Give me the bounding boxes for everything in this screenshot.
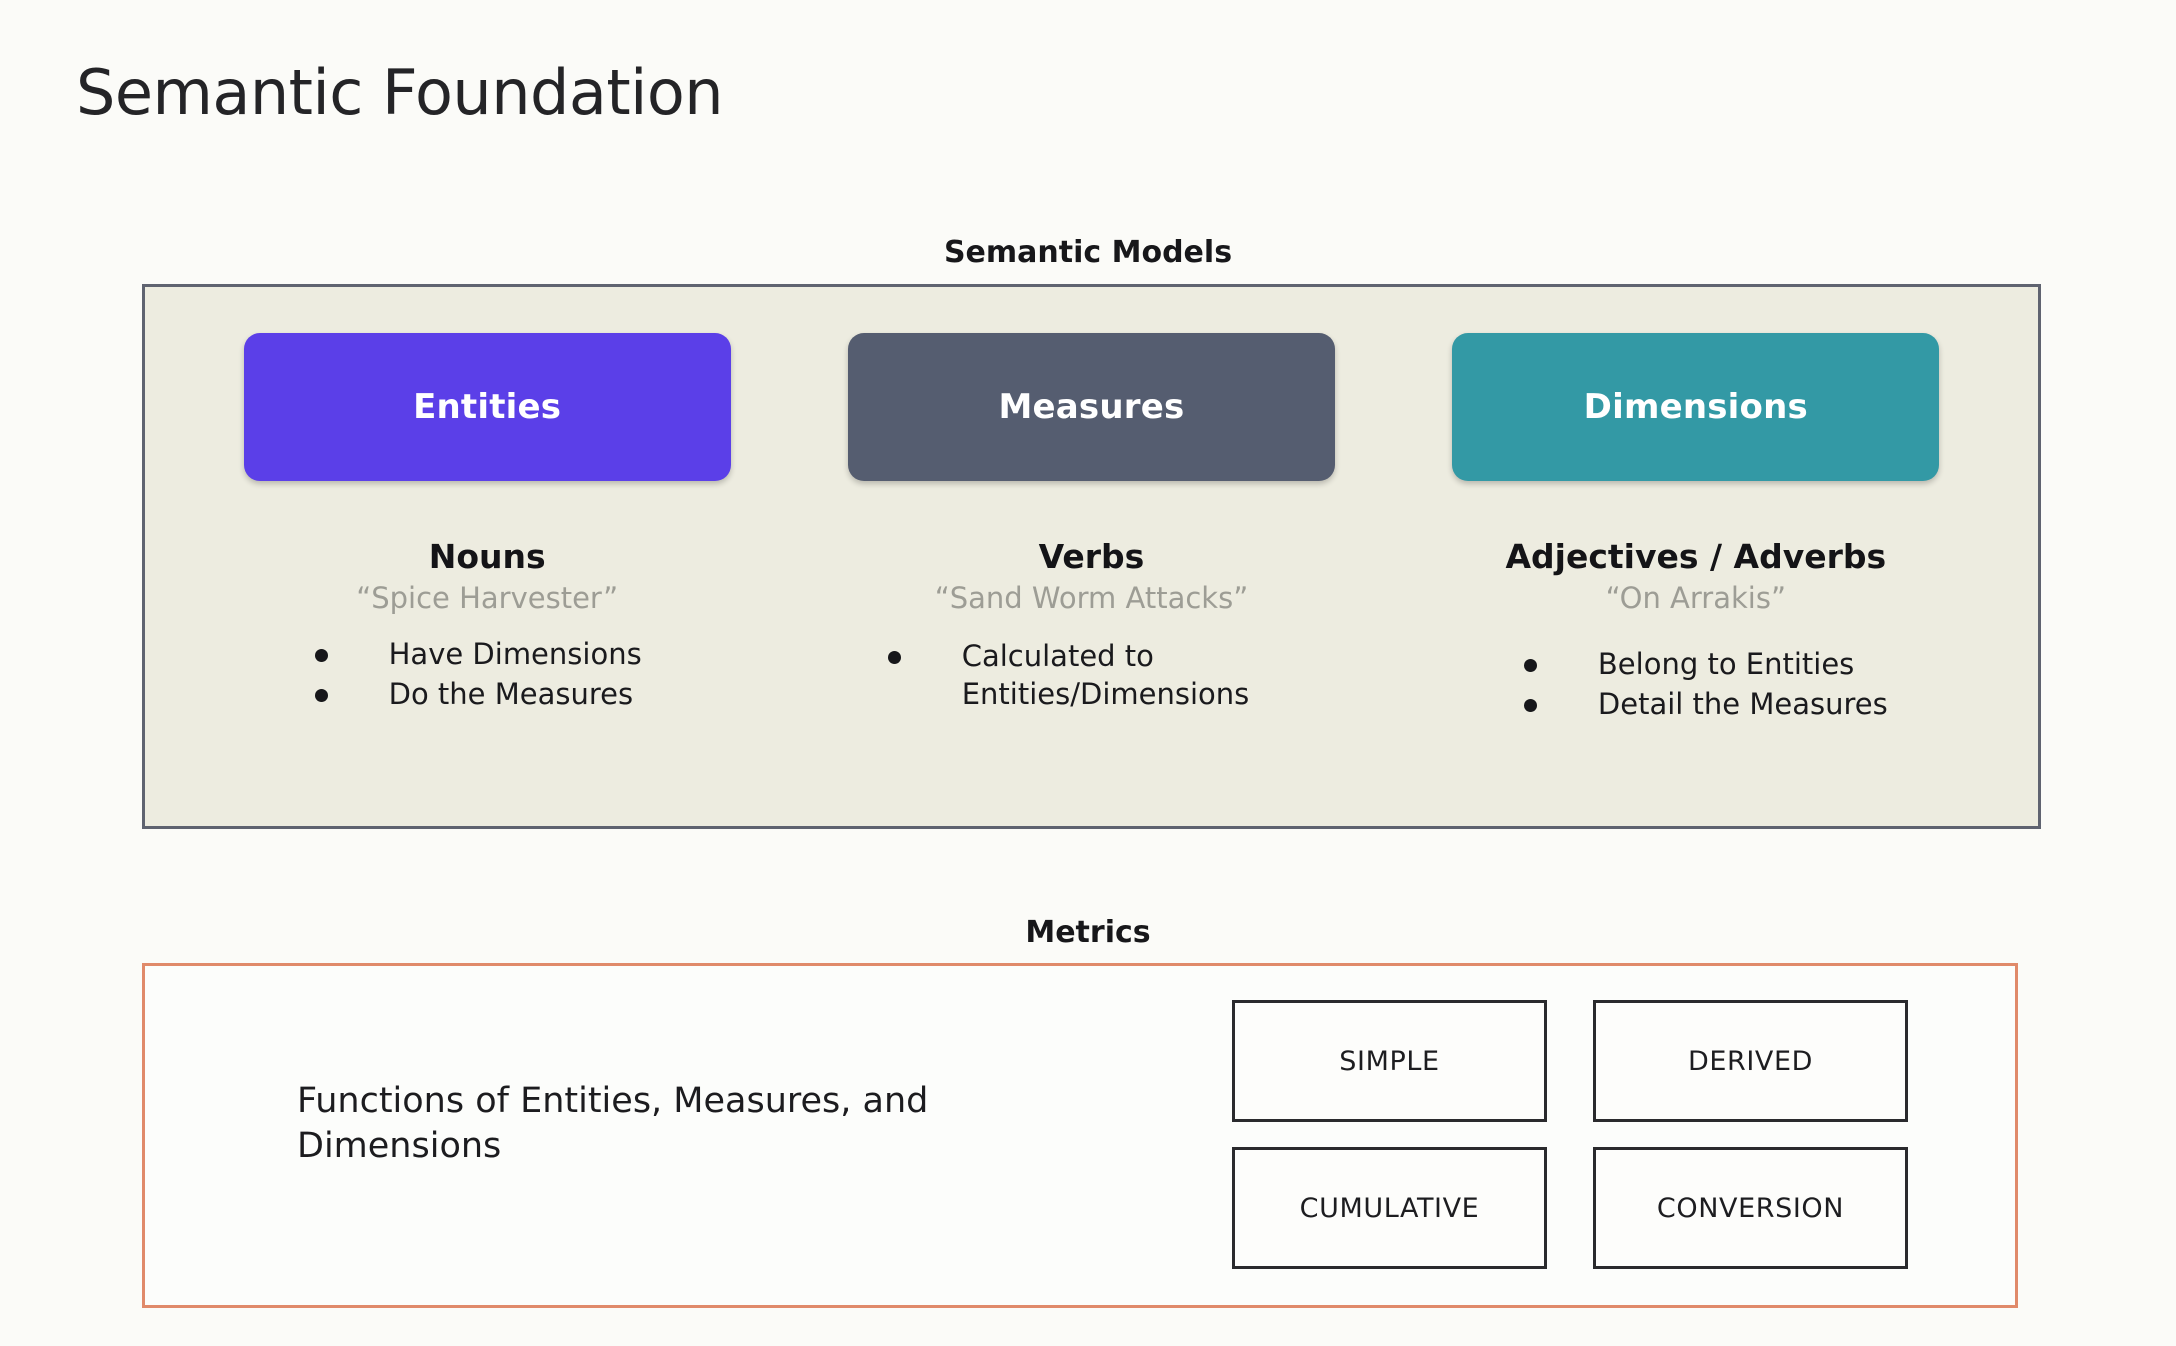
measures-part-of-speech: Verbs (1038, 537, 1145, 576)
list-item: Belong to Entities (1523, 645, 1888, 683)
dimensions-bullet-list: Belong to Entities Detail the Measures (1523, 645, 1888, 726)
entities-example: “Spice Harvester” (356, 580, 619, 615)
metric-card-conversion[interactable]: CONVERSION (1593, 1147, 1908, 1269)
chip-dimensions[interactable]: Dimensions (1452, 333, 1940, 481)
chip-entities[interactable]: Entities (243, 333, 731, 481)
metrics-panel: Functions of Entities, Measures, and Dim… (142, 963, 2018, 1308)
dimensions-example: “On Arrakis” (1605, 580, 1786, 615)
model-column-measures: Measures Verbs “Sand Worm Attacks” Calcu… (789, 333, 1393, 826)
semantic-models-caption: Semantic Models (943, 235, 1233, 270)
chip-measures[interactable]: Measures (847, 333, 1335, 481)
entities-part-of-speech: Nouns (428, 537, 546, 576)
measures-example: “Sand Worm Attacks” (934, 580, 1249, 615)
metric-card-conversion-label: CONVERSION (1656, 1192, 1845, 1224)
model-column-dimensions: Dimensions Adjectives / Adverbs “On Arra… (1394, 333, 1998, 826)
list-item: Have Dimensions (314, 635, 642, 673)
list-item: Calculated to Entities/Dimensions (887, 637, 1249, 714)
semantic-models-grid: Entities Nouns “Spice Harvester” Have Di… (145, 287, 2038, 826)
entities-bullet-list: Have Dimensions Do the Measures (314, 635, 642, 716)
page-title: Semantic Foundation (76, 56, 724, 129)
measures-bullet-list: Calculated to Entities/Dimensions (887, 637, 1249, 716)
metrics-description: Functions of Entities, Measures, and Dim… (297, 1081, 929, 1166)
metric-card-simple[interactable]: SIMPLE (1232, 1000, 1547, 1122)
chip-entities-label: Entities (413, 387, 562, 427)
metric-card-simple-label: SIMPLE (1339, 1045, 1440, 1077)
metric-card-derived-label: DERIVED (1687, 1045, 1814, 1077)
metric-card-derived[interactable]: DERIVED (1593, 1000, 1908, 1122)
dimensions-part-of-speech: Adjectives / Adverbs (1505, 537, 1887, 576)
list-item: Do the Measures (314, 675, 642, 713)
metric-card-cumulative-label: CUMULATIVE (1299, 1192, 1480, 1224)
chip-dimensions-label: Dimensions (1583, 387, 1808, 427)
chip-measures-label: Measures (998, 387, 1185, 427)
metrics-caption: Metrics (1025, 915, 1151, 950)
metric-card-grid: SIMPLE DERIVED CUMULATIVE CONVERSION (1232, 1000, 1908, 1269)
metric-card-cumulative[interactable]: CUMULATIVE (1232, 1147, 1547, 1269)
model-column-entities: Entities Nouns “Spice Harvester” Have Di… (185, 333, 789, 826)
semantic-models-panel: Entities Nouns “Spice Harvester” Have Di… (142, 284, 2041, 829)
list-item: Detail the Measures (1523, 685, 1888, 723)
